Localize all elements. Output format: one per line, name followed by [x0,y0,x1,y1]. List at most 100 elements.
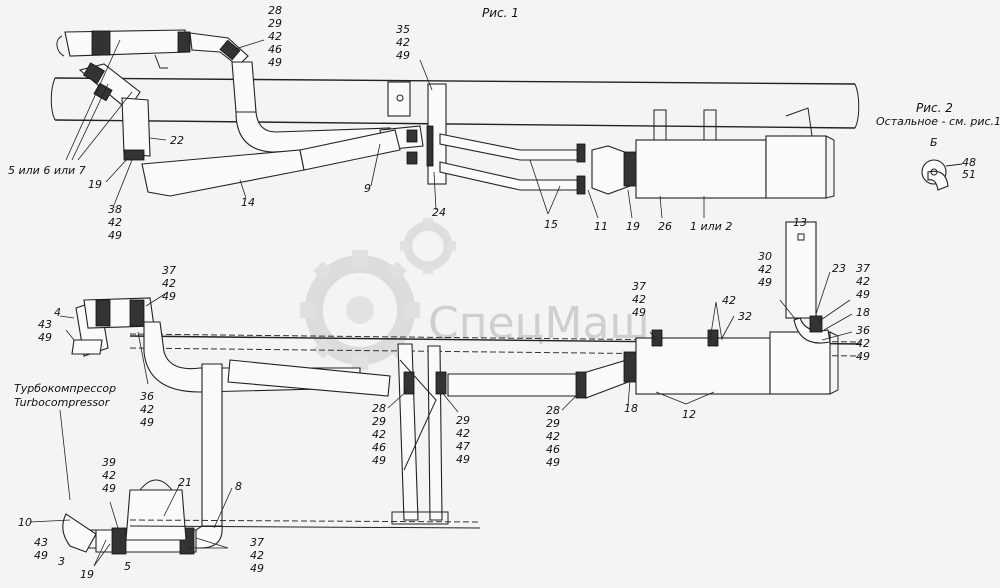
callout-line: 49 [396,49,410,62]
callout-line: 49 [38,331,52,344]
callout-line: 18 [856,306,870,319]
callout-line: 42 [268,30,282,43]
callout-line: 21 [178,476,192,489]
callout-line: 49 [546,456,560,469]
callout-line: 49 [856,350,870,363]
callout-line: 49 [250,562,264,575]
callout-line: 42 [162,277,176,290]
callout-line: 49 [108,229,122,242]
callout-line: 3 [58,555,65,568]
callout-line: 49 [268,56,282,69]
callout-line: 42 [102,469,116,482]
callout-line: 35 [396,23,410,36]
plan-view-drawing [62,221,861,555]
callout-line: 49 [758,276,772,289]
callout-line: 28 [268,4,282,17]
callout-line: 42 [396,36,410,49]
callout-line: 37 [632,280,646,293]
callout-c19a: 19 [88,178,102,191]
callout-c13: 13 [793,216,807,229]
callout-line: 46 [268,43,282,56]
callout-line: 29 [268,17,282,30]
callout-c18-right: 18 [856,306,870,319]
callout-line: 49 [140,416,154,429]
callout-c14: 14 [241,196,255,209]
callout-line: 18 [624,402,638,415]
callout-line: 19 [626,220,640,233]
callout-line: 8 [235,480,242,493]
leader-lines [29,39,853,567]
callout-line: 42 [456,427,470,440]
figure1-caption: Рис. 1 [482,6,519,20]
callout-line: 49 [856,288,870,301]
callout-c1or2: 1 или 2 [690,220,732,233]
callout-line: 42 [856,337,870,350]
callout-line: 13 [793,216,807,229]
callout-c9: 9 [364,182,371,195]
figure2-part-48: 48 [962,156,976,169]
callout-line: 47 [456,440,470,453]
callout-line: 42 [140,403,154,416]
callout-line: 49 [102,482,116,495]
callout-line: 42 [758,263,772,276]
callout-c4: 4 [54,306,61,319]
callout-c19c: 19 [80,568,94,581]
callout-line: 15 [544,218,558,231]
callout-line: 29 [456,414,470,427]
callout-line: 42 [546,430,560,443]
callout-line: 10 [18,516,32,529]
turbocharger-label-en: Turbocompressor [14,396,111,409]
callout-line: 30 [758,250,772,263]
callout-c32: 32 [738,310,752,323]
callout-line: 19 [80,568,94,581]
callout-line: 43 [38,318,52,331]
callout-line: 42 [108,216,122,229]
callout-line: 14 [241,196,255,209]
callout-line: 37 [250,536,264,549]
watermark-logo [300,218,456,370]
callout-c15: 15 [544,218,558,231]
callout-line: 37 [162,264,176,277]
callout-line: 4 [54,306,61,319]
figure2-caption: Рис. 2 [916,101,953,115]
callout-c21: 21 [178,476,192,489]
turbocharger-label-ru: Турбокомпрессор [14,382,116,395]
figure2-part-51: 51 [962,168,976,181]
callout-line: 28 [372,402,386,415]
callout-line: 46 [546,443,560,456]
callout-c3: 3 [58,555,65,568]
callout-line: 49 [456,453,470,466]
callout-line: 49 [34,549,48,562]
callout-c26: 26 [658,220,672,233]
callout-c18-mid: 18 [624,402,638,415]
callout-line: 49 [162,290,176,303]
callout-line: 11 [594,220,608,233]
figure1-drawing [50,29,860,199]
callout-line: 49 [632,306,646,319]
callout-line: 42 [722,294,736,307]
callout-line: 9 [364,182,371,195]
callout-c12: 12 [682,408,696,421]
callout-line: 29 [372,415,386,428]
callout-line: 23 [832,262,846,275]
figure2-detail [921,159,963,191]
callout-c10: 10 [18,516,32,529]
callout-line: 32 [738,310,752,323]
callout-c11: 11 [594,220,608,233]
callout-line: 19 [88,178,102,191]
callout-c42: 42 [722,294,736,307]
figure2-view-label: Б [930,136,938,149]
